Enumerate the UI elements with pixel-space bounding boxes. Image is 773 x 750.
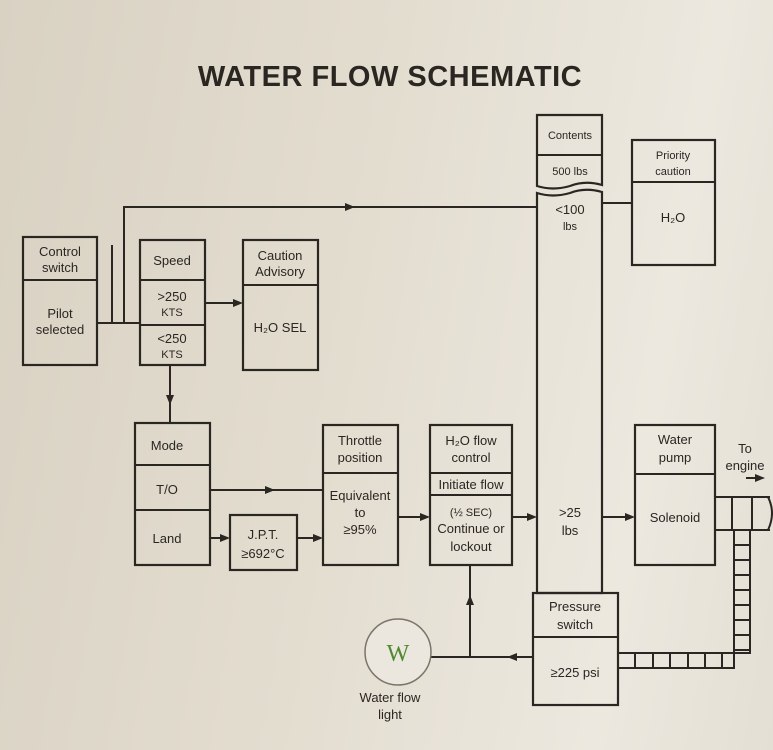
jpt-box: J.P.T. ≥692°C (228, 513, 299, 572)
contents-tank: Contents 500 lbs <100 lbs >25 lbs (535, 113, 604, 595)
pressure_switch-body-label: ≥225 psi (550, 665, 599, 680)
control_switch-body-1-label: selected (36, 322, 84, 337)
light-symbol: W (387, 641, 410, 667)
speed-high-1-label: KTS (161, 307, 182, 319)
caution_advisory-body-label: H₂O SEL (254, 320, 307, 335)
control_switch-header-0-label: Control (39, 244, 81, 259)
water_pump-header-1-label: pump (659, 450, 692, 465)
control-switch-box: Control switch Pilot selected (21, 235, 99, 367)
priority-caution-box: Priority caution H₂O (630, 138, 717, 267)
throttle-position-box: Throttle position Equivalent to ≥95% (321, 423, 400, 567)
caution_advisory-header-1-label: Advisory (255, 264, 305, 279)
contents-min-1-label: lbs (562, 523, 579, 538)
speed-low-1-label: KTS (161, 349, 182, 361)
mode-box: Mode T/O Land (133, 421, 212, 567)
water-flow-light: W Water flow light (360, 618, 432, 722)
contents-low-1-label: lbs (563, 221, 578, 233)
flow_control-body-0-label: (½ SEC) (450, 507, 492, 519)
water-pump-box: Water pump Solenoid (633, 423, 717, 567)
speed-high-0-label: >250 (157, 289, 186, 304)
priority_caution-body-label: H₂O (661, 210, 686, 225)
connectors (97, 202, 635, 661)
contents-capacity-label: 500 lbs (552, 166, 588, 178)
throttle-body-2-label: ≥95% (343, 522, 377, 537)
mode-takeoff-label: T/O (156, 482, 178, 497)
water_pump-body-label: Solenoid (650, 510, 701, 525)
flow_control-body-1-label: Continue or (437, 521, 505, 536)
mode-header-label: Mode (151, 438, 184, 453)
control_switch-header-1-label: switch (42, 260, 78, 275)
control_switch-body-0-label: Pilot (47, 306, 73, 321)
caution-advisory-box: Caution Advisory H₂O SEL (241, 238, 320, 372)
caution_advisory-header-0-label: Caution (258, 248, 303, 263)
throttle-body-1-label: to (355, 505, 366, 520)
to-engine-label: To (738, 441, 752, 456)
water_flow_light-label-1-label: light (378, 707, 402, 722)
speed-header-label: Speed (153, 253, 191, 268)
jpt-value-label: ≥692°C (241, 546, 284, 561)
water-pipe: To engine (618, 441, 773, 669)
water_pump-header-0-label: Water (658, 432, 693, 447)
throttle-header-1-label: position (338, 450, 383, 465)
contents-min-0-label: >25 (559, 505, 581, 520)
throttle-body-0-label: Equivalent (330, 488, 391, 503)
water_flow_light-label-0-label: Water flow (360, 690, 422, 705)
flow_control-header-1-label: control (451, 450, 490, 465)
speed-box: Speed >250 KTS <250 KTS (138, 238, 207, 367)
priority_caution-header-0-label: Priority (656, 150, 691, 162)
flow_control-initiate-label: Initiate flow (438, 477, 504, 492)
pressure-switch-box: Pressure switch ≥225 psi (531, 591, 620, 707)
contents-header-label: Contents (548, 130, 593, 142)
to-engine-label: engine (725, 458, 764, 473)
pressure_switch-header-1-label: switch (557, 617, 593, 632)
throttle-header-0-label: Throttle (338, 433, 382, 448)
priority_caution-header-1-label: caution (655, 166, 690, 178)
h2o-flow-control-box: H₂O flow control Initiate flow (½ SEC) C… (428, 423, 514, 567)
speed-low-0-label: <250 (157, 331, 186, 346)
jpt-label-label: J.P.T. (248, 527, 279, 542)
flow_control-body-2-label: lockout (450, 539, 492, 554)
pressure_switch-header-0-label: Pressure (549, 599, 601, 614)
contents-low-0-label: <100 (555, 202, 584, 217)
diagram-title: WATER FLOW SCHEMATIC (198, 61, 582, 93)
mode-land-label: Land (153, 531, 182, 546)
flow_control-header-0-label: H₂O flow (445, 433, 497, 448)
